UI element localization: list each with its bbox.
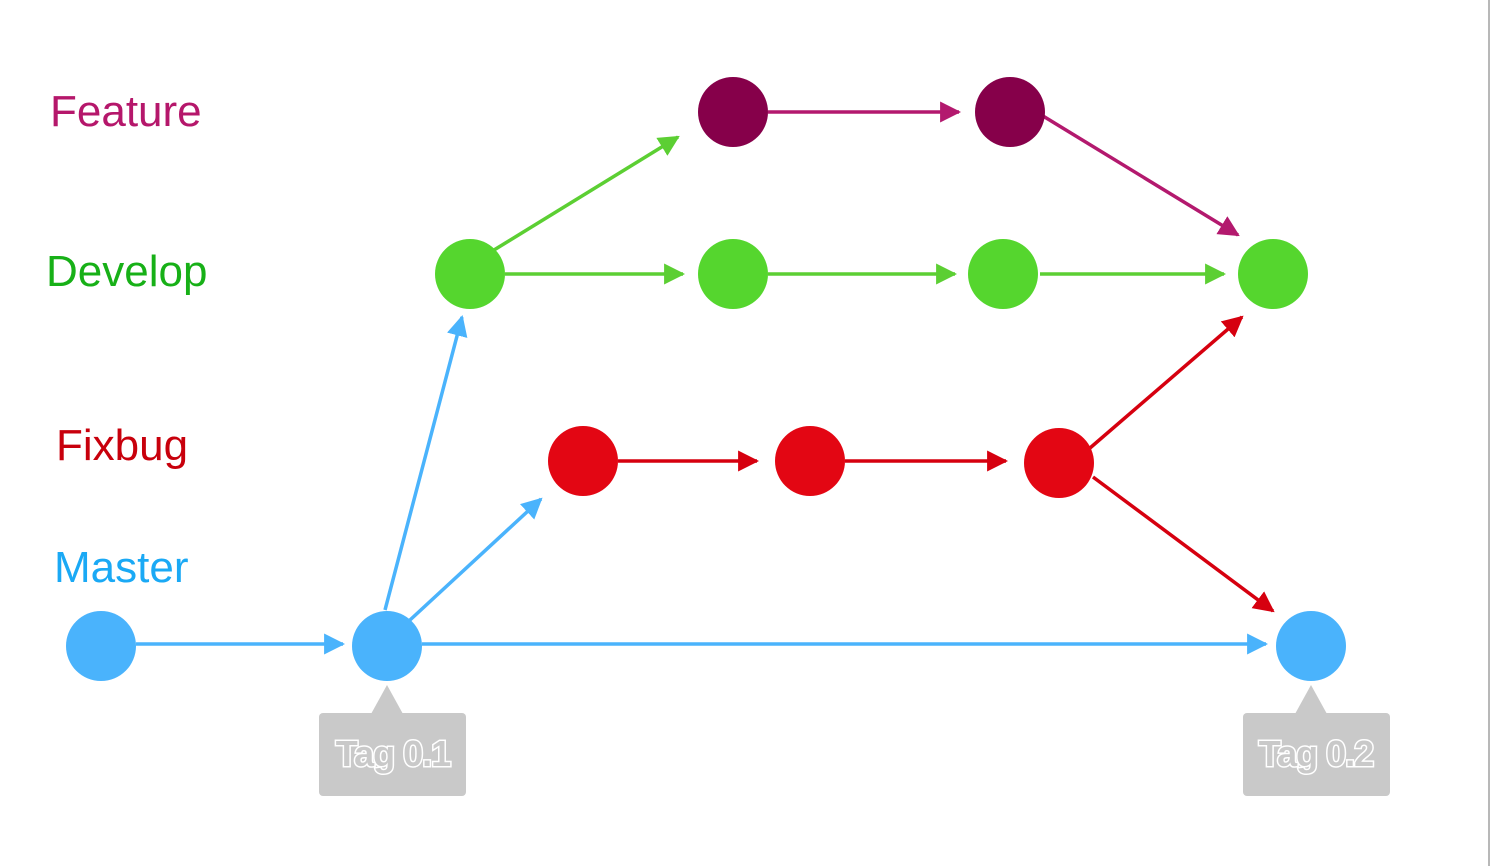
commit-node-feature-2 bbox=[975, 77, 1045, 147]
tag-label-0-2: Tag 0.2 bbox=[1259, 733, 1373, 774]
branch-label-fixbug: Fixbug bbox=[56, 421, 188, 470]
commit-node-develop-1 bbox=[435, 239, 505, 309]
edge-master-2-to-develop-1 bbox=[383, 314, 468, 611]
tag-callout-box bbox=[319, 713, 466, 796]
tag-callout-pointer bbox=[1295, 685, 1327, 714]
tag-callout-0-2: Tag 0.2 bbox=[1243, 685, 1390, 796]
commit-node-master-1 bbox=[66, 611, 136, 681]
commit-node-develop-4 bbox=[1238, 239, 1308, 309]
commit-node-feature-1 bbox=[698, 77, 768, 147]
edge-master-2-to-fixbug-1 bbox=[408, 497, 543, 622]
branch-label-develop: Develop bbox=[46, 247, 207, 296]
edges bbox=[136, 101, 1275, 655]
edge-fixbug-3-to-master-3 bbox=[1091, 475, 1275, 613]
commit-node-master-3 bbox=[1276, 611, 1346, 681]
edge-feature-2-to-develop-4 bbox=[1042, 114, 1240, 237]
commit-node-fixbug-1 bbox=[548, 426, 618, 496]
window-right-border bbox=[1488, 0, 1490, 866]
tag-callout-0-1: Tag 0.1 bbox=[319, 685, 466, 796]
edge-develop-1-to-feature-1 bbox=[493, 135, 680, 252]
commit-node-develop-2 bbox=[698, 239, 768, 309]
branch-label-master: Master bbox=[54, 543, 188, 592]
commit-node-fixbug-3 bbox=[1024, 428, 1094, 498]
edge-fixbug-3-to-develop-4 bbox=[1088, 315, 1244, 450]
commit-node-fixbug-2 bbox=[775, 426, 845, 496]
commit-node-master-2 bbox=[352, 611, 422, 681]
commit-node-develop-3 bbox=[968, 239, 1038, 309]
branch-label-feature: Feature bbox=[50, 87, 202, 136]
tag-callout-box bbox=[1243, 713, 1390, 796]
commit-nodes bbox=[66, 77, 1346, 681]
tag-callout-pointer bbox=[371, 685, 403, 714]
tag-label-0-1: Tag 0.1 bbox=[336, 733, 451, 774]
